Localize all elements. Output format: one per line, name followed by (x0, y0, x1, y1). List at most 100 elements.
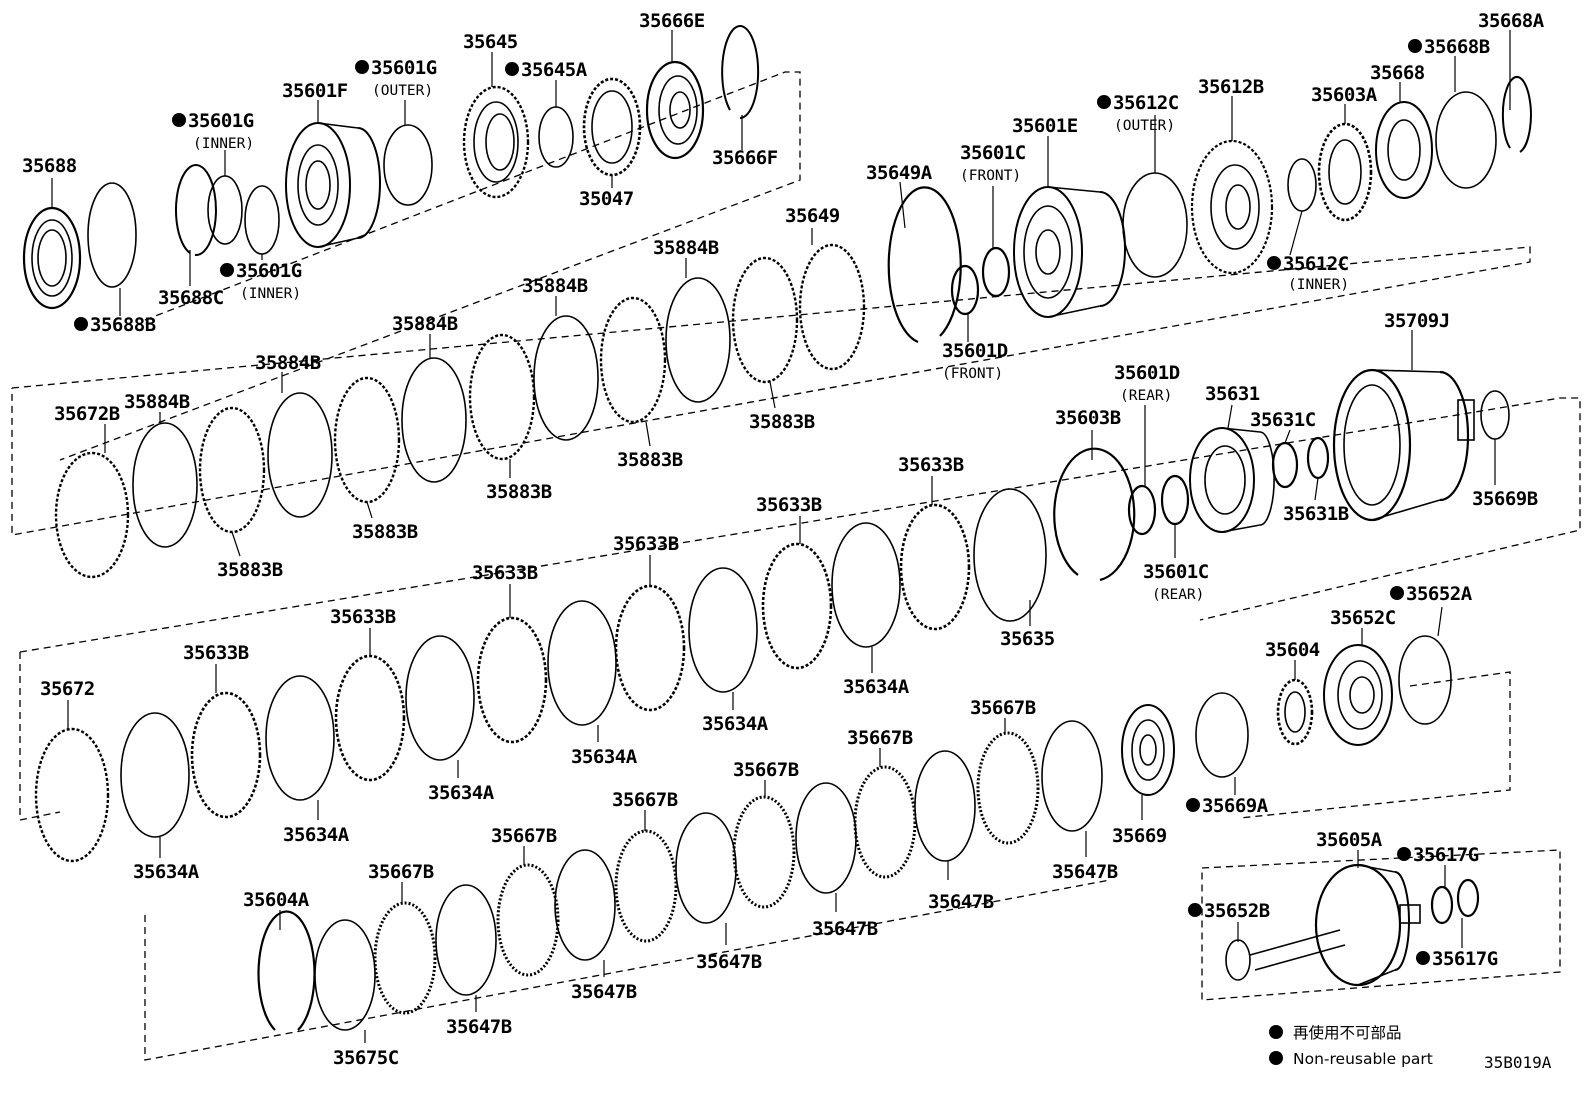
non-reusable-dot (1097, 95, 1111, 109)
part-35047-bearing (582, 77, 642, 177)
part-35612C-inner (1287, 158, 1317, 212)
label-35652A: 35652A (1406, 583, 1473, 605)
boundary-6 (1201, 849, 1561, 1001)
label-35647B: 35647B (446, 1016, 512, 1038)
label-35601C-front-sub: (FRONT) (960, 168, 1021, 184)
non-reusable-dot (1186, 798, 1200, 812)
part-35617G-ring-b (1456, 878, 1480, 918)
label-35601C-rear-sub: (REAR) (1152, 587, 1204, 603)
label-35612C-inner: 35612C (1283, 253, 1349, 275)
label-35652B: 35652B (1204, 900, 1270, 922)
label-35601G-outer: 35601G (371, 57, 437, 79)
label-35667B: 35667B (733, 759, 799, 781)
part-35668A-snap-ring (1501, 75, 1532, 153)
non-reusable-dot (1188, 903, 1202, 917)
label-35688B: 35688B (90, 314, 156, 336)
part-35666F-snap-ring (721, 25, 760, 120)
row3-plates (54, 256, 799, 579)
boundary-2 (11, 246, 1531, 536)
label-35884B: 35884B (392, 313, 458, 335)
label-35883B: 35883B (217, 559, 283, 581)
label-35645: 35645 (463, 31, 518, 53)
non-reusable-dot (1397, 847, 1411, 861)
part-35669A-ring (1195, 692, 1249, 778)
label-35601D-front-sub: (FRONT) (942, 366, 1003, 382)
label-35688C: 35688C (158, 287, 224, 309)
label-35635: 35635 (1000, 628, 1055, 650)
label-35601C-front: 35601C (960, 142, 1026, 164)
label-35634A: 35634A (133, 861, 200, 883)
label-35667B: 35667B (847, 727, 913, 749)
label-35601E: 35601E (1012, 115, 1078, 137)
part-35652A-ring (1398, 635, 1452, 725)
part-35601D-rear-seal (1127, 484, 1157, 536)
label-35688: 35688 (22, 155, 77, 177)
label-35601G-inner-a-sub: (INNER) (193, 136, 254, 152)
part-35612C-outer (1122, 172, 1188, 278)
legend-dot (1269, 1051, 1283, 1065)
part-35605A-shaft (1249, 863, 1421, 987)
non-reusable-dot (172, 113, 186, 127)
part-35601D-front-seal (950, 264, 980, 316)
part-35645A-ring (538, 106, 574, 168)
label-35601C-rear: 35601C (1143, 561, 1209, 583)
part-35612B-piston (1190, 139, 1274, 275)
part-35601G-outer (383, 124, 433, 206)
label-35631C: 35631C (1250, 409, 1316, 431)
label-35612C-outer-sub: (OUTER) (1114, 118, 1175, 134)
label-35605A: 35605A (1316, 829, 1383, 851)
label-35669B: 35669B (1472, 488, 1538, 510)
part-35601G-inner-a (207, 175, 243, 245)
label-35647B: 35647B (812, 918, 878, 940)
part-35688-bearing (22, 206, 82, 310)
label-35672B: 35672B (54, 403, 120, 425)
label-35884B: 35884B (124, 391, 190, 413)
label-35604A: 35604A (243, 889, 310, 911)
diagram-code: 35B019A (1484, 1053, 1552, 1072)
part-35688B-ring (87, 182, 137, 288)
part-35666E-carrier (645, 60, 705, 160)
non-reusable-dot (355, 60, 369, 74)
label-35666F: 35666F (712, 147, 778, 169)
non-reusable-dot (1408, 39, 1422, 53)
label-35883B: 35883B (486, 481, 552, 503)
label-35612C-inner-sub: (INNER) (1288, 277, 1349, 293)
label-35603B: 35603B (1055, 407, 1121, 429)
label-35883B: 35883B (352, 521, 418, 543)
label-35601D-front: 35601D (942, 340, 1008, 362)
part-35688C-snap-ring (174, 164, 217, 257)
group-boundaries (11, 71, 1581, 1061)
label-35631B: 35631B (1283, 503, 1349, 525)
part-35601E-drum (1013, 186, 1126, 318)
part-35601F-drum (285, 122, 381, 248)
label-35672: 35672 (40, 678, 95, 700)
legend-en: Non-reusable part (1293, 1050, 1433, 1068)
label-35647B: 35647B (571, 981, 637, 1003)
boundary-1 (59, 71, 801, 461)
label-35675C: 35675C (333, 1047, 399, 1069)
label-35883B: 35883B (749, 411, 815, 433)
label-35633B: 35633B (330, 606, 396, 628)
part-35604-bearing (1276, 678, 1314, 746)
legend-jp: 再使用不可部品 (1293, 1024, 1402, 1042)
label-35647B: 35647B (928, 891, 994, 913)
part-35652C-piston (1323, 644, 1393, 746)
part-35601C-front-seal (981, 246, 1011, 298)
label-35601D-rear: 35601D (1114, 362, 1180, 384)
part-35631-hub (1189, 427, 1275, 533)
label-35633B: 35633B (898, 454, 964, 476)
label-35884B: 35884B (522, 275, 588, 297)
non-reusable-dot (1416, 951, 1430, 965)
label-35645A: 35645A (521, 59, 588, 81)
label-35617G: 35617G (1413, 844, 1479, 866)
label-35601G-inner-b: 35601G (236, 260, 302, 282)
label-35667B: 35667B (491, 825, 557, 847)
boundary-5 (144, 879, 1111, 1061)
label-35634A: 35634A (702, 713, 769, 735)
part-35617G-ring-a (1430, 885, 1454, 925)
boundary-4 (1239, 671, 1511, 819)
non-reusable-dot (220, 263, 234, 277)
boundary-3c (19, 811, 61, 821)
